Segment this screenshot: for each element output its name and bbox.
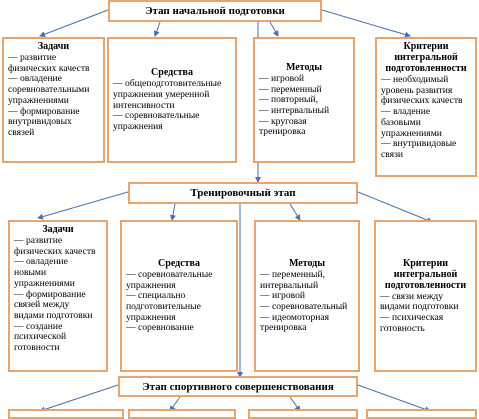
card-line: связи (381, 148, 403, 160)
card-tasks-initial: Задачи — развитие физических качеств — о… (2, 37, 105, 163)
card-criteria-initial: Критерии интегральной подготовленности —… (375, 37, 477, 177)
card-line: видами подготовки (14, 309, 93, 321)
stage-initial-training: Этап начальной подготовки (108, 0, 322, 22)
card-line: — соревнование (126, 322, 194, 334)
card-line: — общеподготовительные (113, 78, 222, 90)
card-line: — идеомоторная (260, 311, 330, 323)
card-title: Критерии интегральной подготовленности (381, 41, 471, 74)
card-title: Задачи (37, 41, 70, 52)
card-line: — соревновательные (126, 268, 213, 280)
stage-sport-improvement: Этап спортивного совершенствования (118, 376, 358, 397)
card-line: упражнения умеренной (113, 88, 210, 100)
card-line: базовыми (381, 116, 421, 128)
card-line: — соревновательный (260, 301, 348, 312)
card-line: тренировка (260, 322, 307, 334)
card-line: — круговая (259, 115, 307, 127)
card-partial-2 (128, 409, 236, 419)
stage-training: Тренировочный этап (128, 182, 358, 204)
card-line: — психическая (380, 312, 444, 323)
card-line: упражнения (126, 279, 176, 291)
card-line: интервальный (260, 279, 319, 291)
card-line: психической (14, 331, 67, 343)
card-line: — игровой (259, 72, 305, 84)
card-title-line: Критерии (403, 41, 449, 52)
card-line: уровень развития (381, 84, 453, 96)
card-line: тренировка (259, 126, 306, 138)
card-title-line: интегральной (393, 268, 458, 280)
card-partial-3 (248, 409, 358, 419)
card-tasks-training: Задачи — развитие физических качеств — о… (8, 220, 108, 372)
card-title-line: интегральной (394, 52, 458, 63)
card-means-training: Средства — соревновательные упражнения —… (120, 220, 238, 372)
card-line: — овладение (8, 73, 62, 85)
card-line: упражнения (126, 311, 176, 323)
card-criteria-training: Критерии интегральной подготовленности —… (374, 220, 477, 372)
stage-title: Этап спортивного совершенствования (142, 380, 334, 393)
stage-title: Этап начальной подготовки (145, 5, 285, 17)
card-title: Методы (285, 61, 323, 73)
card-methods-training: Методы — переменный, интервальный — игро… (254, 220, 360, 372)
card-line: интенсивности (113, 99, 175, 111)
card-line: — соревновательные (113, 110, 200, 122)
card-title: Критерии интегральной подготовленности (380, 258, 471, 291)
card-line: — формирование (8, 105, 80, 117)
card-line: упражнениями (8, 94, 69, 106)
card-partial-4 (366, 409, 477, 419)
card-line: — формирование (14, 288, 86, 300)
card-line: — развитие (8, 52, 57, 63)
card-line: — переменный, (260, 268, 326, 280)
card-line: упражнения (113, 121, 163, 133)
card-line: упражнениями (14, 277, 75, 289)
card-means-initial: Средства — общеподготовительные упражнен… (107, 37, 237, 163)
card-line: физических качеств (381, 95, 463, 107)
card-line: — создание (14, 320, 63, 332)
card-title-line: подготовленности (385, 63, 467, 74)
card-line: упражнениями (381, 127, 442, 139)
card-title-line: подготовленности (384, 279, 467, 291)
card-line: — внутривидовые (381, 138, 457, 150)
card-line: — интервальный (259, 105, 330, 116)
card-title-line: Критерии (402, 257, 448, 269)
card-line: — связи между (380, 290, 444, 302)
card-line: подготовительные (126, 301, 201, 312)
card-line: — овладение (14, 256, 68, 268)
card-line: новыми (14, 267, 47, 279)
card-line: внутривидовых (8, 116, 72, 128)
card-line: — специально (126, 290, 186, 302)
card-line: — необходимый (381, 74, 449, 85)
card-methods-initial: Методы — игровой — переменный — повторны… (253, 37, 355, 163)
card-line: — игровой (260, 290, 306, 302)
card-line: связей между (14, 299, 70, 311)
card-line: видами подготовки (380, 301, 459, 313)
card-line: физических качеств (14, 245, 96, 257)
card-title: Средства (158, 257, 200, 269)
stage-title: Тренировочный этап (190, 187, 296, 199)
card-line: связей (8, 126, 35, 138)
card-line: — повторный, (259, 94, 318, 106)
card-line: готовность (380, 322, 425, 334)
card-partial-1 (8, 409, 124, 419)
card-title: Методы (288, 257, 326, 269)
card-title: Задачи (42, 224, 74, 235)
card-line: — владение (381, 106, 431, 118)
card-line: соревновательными (8, 84, 90, 96)
card-line: готовности (14, 342, 60, 354)
card-line: физических качеств (8, 62, 90, 74)
card-line: — развитие (14, 235, 63, 246)
card-line: — переменный (259, 83, 322, 95)
card-title: Средства (151, 67, 193, 79)
